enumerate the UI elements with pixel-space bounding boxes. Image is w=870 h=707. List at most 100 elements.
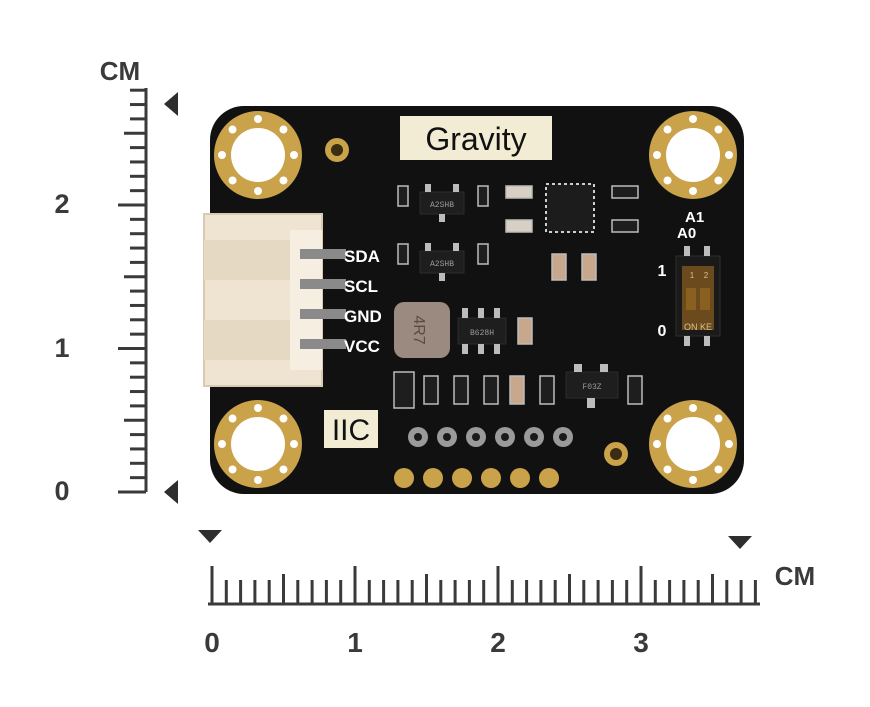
sensor-board: Gravity IIC SDA SCL GND VCC A2SHB — [203, 106, 744, 494]
horizontal-ruler-ticks — [210, 566, 757, 604]
vertical-ruler-ticks — [118, 88, 146, 494]
horizontal-ruler: CM 0 1 2 3 — [198, 530, 815, 658]
passive-component — [505, 185, 533, 199]
chip-u1-marking: A2SHB — [430, 201, 454, 210]
horizontal-ruler-marker-right — [728, 536, 752, 549]
pin-vcc — [300, 339, 346, 349]
vertical-ruler-marker-top — [164, 92, 178, 116]
mounting-hole-rivet — [725, 440, 733, 448]
gravity-label: Gravity — [425, 121, 526, 157]
passive-component — [517, 317, 533, 345]
mounting-hole-rivet — [290, 440, 298, 448]
dip-switch-state-text: ON KE — [684, 322, 712, 332]
passive-component — [551, 253, 567, 281]
chip-diode-marking: F03Z — [582, 383, 601, 392]
vertical-ruler-marker-bottom — [164, 480, 178, 504]
mounting-hole-top-left — [214, 111, 302, 199]
chip-u2-marking: A2SHB — [430, 260, 454, 269]
mounting-hole-rivet — [228, 125, 237, 134]
mounting-hole-rivet — [228, 465, 237, 474]
horizontal-ruler-unit-label: CM — [775, 561, 815, 591]
dip-switch-number-1: 1 — [690, 271, 695, 280]
dip-label-off: 0 — [658, 323, 667, 340]
vertical-ruler-label-2: 2 — [54, 189, 69, 219]
mounting-hole-rivet — [653, 151, 661, 159]
mounting-hole-rivet — [653, 440, 661, 448]
horizontal-ruler-label-2: 2 — [490, 627, 506, 658]
passive-component — [611, 219, 639, 233]
chip-u2: A2SHB — [419, 243, 465, 281]
edge-pad — [539, 468, 559, 488]
mounting-hole-rivet — [725, 151, 733, 159]
pin-gnd — [300, 309, 346, 319]
mounting-hole-rivet — [663, 125, 672, 134]
passive-component — [477, 243, 489, 265]
iic-label: IIC — [332, 414, 370, 447]
mounting-hole-rivet — [279, 176, 288, 185]
horizontal-ruler-label-0: 0 — [204, 627, 220, 658]
dip-label-a0: A0 — [677, 225, 696, 242]
dip-switch-lever-2[interactable] — [700, 288, 710, 310]
chip-diode: F03Z — [565, 364, 619, 408]
mounting-hole-rivet — [714, 176, 723, 185]
dip-label-on: 1 — [658, 263, 667, 280]
mounting-hole-bottom-left — [214, 400, 302, 488]
passive-component — [453, 375, 469, 405]
mounting-hole-rivet — [714, 465, 723, 474]
passive-component — [509, 375, 525, 405]
vertical-ruler-unit-label: CM — [100, 56, 140, 86]
pin-label-gnd: GND — [344, 307, 382, 326]
passive-component — [581, 253, 597, 281]
chip-regulator: B628H — [457, 308, 507, 354]
mounting-hole-rivet — [689, 404, 697, 412]
mounting-hole-bottom-right — [649, 400, 737, 488]
passive-components — [393, 185, 643, 409]
dip-switch: 1 2 ON KE — [675, 246, 721, 346]
mounting-hole-rivet — [714, 414, 723, 423]
mounting-hole-rivet — [689, 476, 697, 484]
mounting-hole-rivet — [254, 476, 262, 484]
gravity-label-box — [400, 116, 552, 160]
mounting-hole-rivet — [279, 465, 288, 474]
passive-component — [483, 375, 499, 405]
mounting-hole-rivet — [254, 115, 262, 123]
inductor: 4R7 — [394, 302, 450, 358]
passive-component — [477, 185, 489, 207]
passive-component — [397, 243, 409, 265]
vertical-ruler: CM 2 1 0 — [54, 56, 178, 506]
horizontal-ruler-label-3: 3 — [633, 627, 649, 658]
mounting-hole-rivet — [218, 151, 226, 159]
edge-pad — [394, 468, 414, 488]
mounting-hole-rivet — [689, 187, 697, 195]
mounting-hole-rivet — [663, 414, 672, 423]
passive-component — [627, 375, 643, 405]
passive-component — [397, 185, 409, 207]
chip-u1: A2SHB — [419, 184, 465, 222]
pin-scl — [300, 279, 346, 289]
passive-component — [423, 375, 439, 405]
chip-regulator-marking: B628H — [470, 329, 494, 338]
header-holes — [408, 427, 573, 447]
pin-label-scl: SCL — [344, 277, 378, 296]
passive-component — [393, 371, 415, 409]
mounting-hole-rivet — [290, 151, 298, 159]
dip-switch-lever-1[interactable] — [686, 288, 696, 310]
passive-component — [505, 219, 533, 233]
edge-pad — [510, 468, 530, 488]
inductor-marking: 4R7 — [410, 315, 427, 344]
sensor-ic — [545, 183, 595, 233]
dip-label-a1: A1 — [685, 209, 704, 226]
horizontal-ruler-marker-left — [198, 530, 222, 543]
horizontal-ruler-label-1: 1 — [347, 627, 363, 658]
mounting-hole-rivet — [663, 465, 672, 474]
mounting-hole-rivet — [218, 440, 226, 448]
passive-component — [611, 185, 639, 199]
mounting-hole-rivet — [254, 187, 262, 195]
gravity-connector — [203, 213, 346, 387]
mounting-hole-rivet — [228, 414, 237, 423]
pin-label-sda: SDA — [344, 247, 380, 266]
dip-switch-number-2: 2 — [704, 271, 709, 280]
passive-component — [539, 375, 555, 405]
edge-pad — [481, 468, 501, 488]
